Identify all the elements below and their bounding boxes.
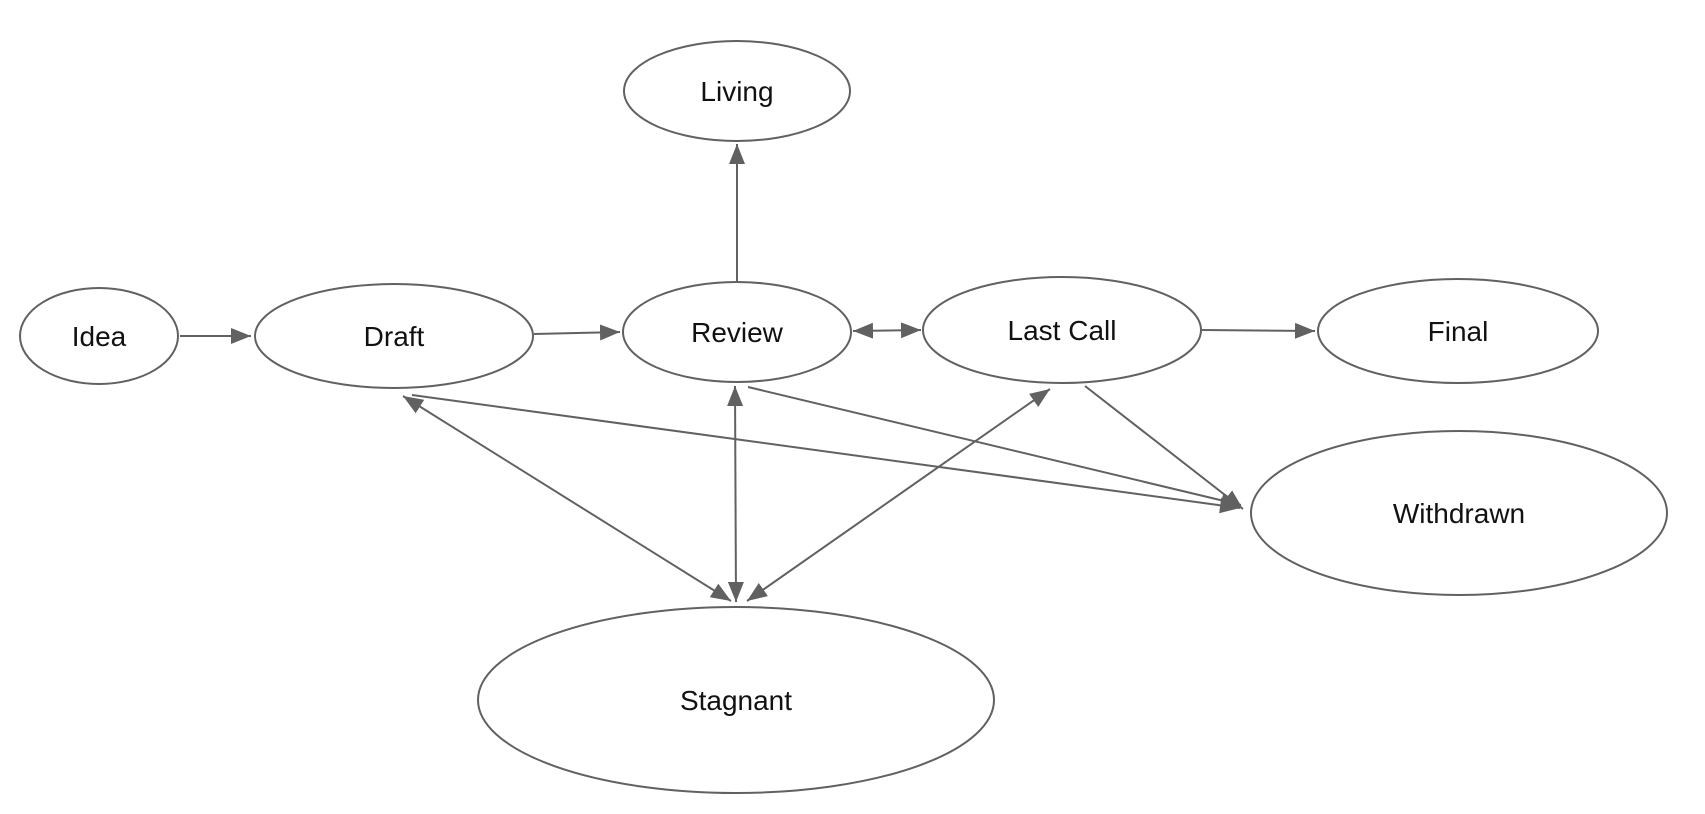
edge-review-to-withdrawn xyxy=(747,386,1242,509)
edge-last-call-to-final xyxy=(1201,322,1316,339)
edge-draft-to-review xyxy=(533,324,621,341)
node-last-call: Last Call xyxy=(922,276,1202,384)
node-stagnant-label: Stagnant xyxy=(680,685,792,716)
node-draft-label: Draft xyxy=(364,321,425,352)
edges-layer xyxy=(180,144,1316,603)
node-final-ellipse xyxy=(1317,278,1599,384)
node-withdrawn-label: Withdrawn xyxy=(1393,498,1525,529)
node-draft: Draft xyxy=(254,283,534,389)
edge-last-call-to-stagnant xyxy=(746,388,1051,602)
node-final-label: Final xyxy=(1428,316,1489,347)
node-draft-ellipse xyxy=(254,283,534,389)
node-living: Living xyxy=(623,40,851,142)
nodes-layer: Idea Draft Review Last Call Final LivingWithd… xyxy=(19,40,1668,794)
node-review: Review xyxy=(622,281,852,383)
node-last-call-ellipse xyxy=(922,276,1202,384)
edge-draft-to-stagnant xyxy=(402,395,732,602)
node-review-ellipse xyxy=(622,281,852,383)
node-living-label: Living xyxy=(700,76,773,107)
node-last-call-label: Last Call xyxy=(1008,315,1117,346)
node-stagnant-ellipse xyxy=(477,606,995,794)
node-stagnant: Stagnant xyxy=(477,606,995,794)
edge-review-to-stagnant xyxy=(727,385,744,603)
node-idea-ellipse xyxy=(19,287,179,385)
node-final: Final xyxy=(1317,278,1599,384)
node-withdrawn-ellipse xyxy=(1250,430,1668,596)
edge-review-to-last-call xyxy=(852,322,922,339)
node-review-label: Review xyxy=(691,317,784,348)
node-withdrawn: Withdrawn xyxy=(1250,430,1668,596)
node-idea: Idea xyxy=(19,287,179,385)
node-idea-label: Idea xyxy=(72,321,127,352)
edge-draft-to-withdrawn xyxy=(411,394,1241,514)
edge-last-call-to-withdrawn xyxy=(1084,385,1244,510)
node-living-ellipse xyxy=(623,40,851,142)
